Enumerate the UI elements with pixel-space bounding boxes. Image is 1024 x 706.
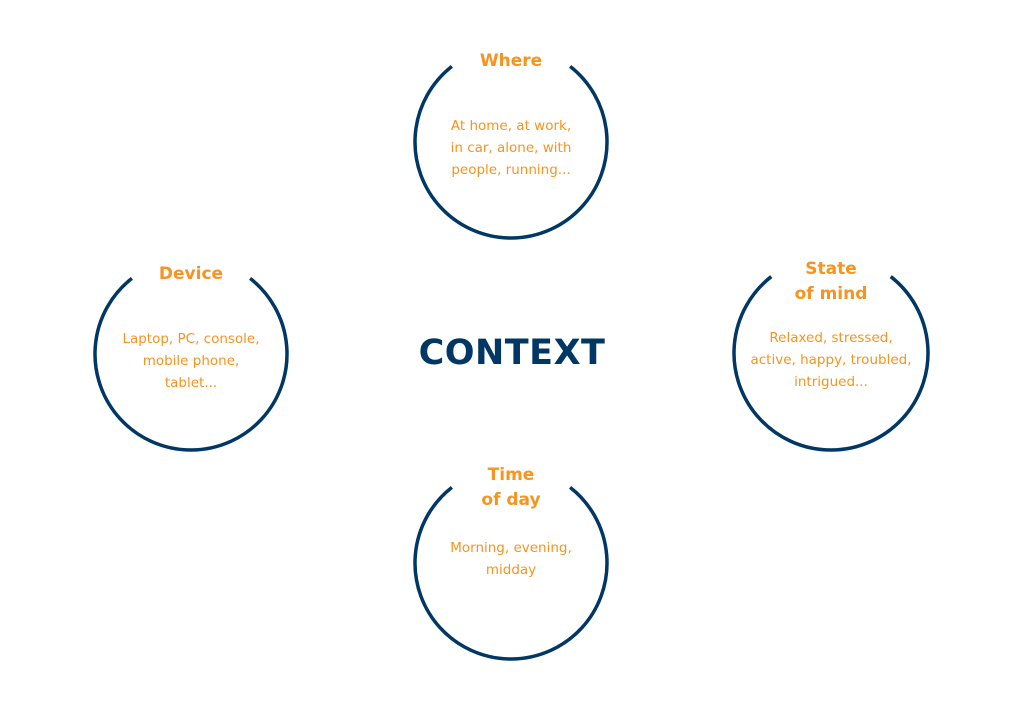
description-line: mobile phone, [142,353,240,369]
description-line: At home, at work, [450,118,572,134]
description-line: active, happy, troubled, [750,352,912,368]
description-line: Laptop, PC, console, [122,331,260,347]
title-line: of mind [794,284,868,304]
description-line: in car, alone, with [450,140,572,156]
node-state-of-mind-description: Relaxed, stressed, active, happy, troubl… [731,327,931,393]
node-device-description: Laptop, PC, console, mobile phone, table… [91,328,291,394]
center-label-context: CONTEXT [418,333,606,373]
title-line: Where [479,51,543,71]
title-line: of day [481,490,541,510]
node-where-description: At home, at work, in car, alone, with pe… [411,115,611,181]
title-line: Device [158,264,224,284]
description-line: tablet... [164,375,218,391]
title-line: State [805,259,857,279]
where-circle-arc [413,64,609,240]
description-line: Morning, evening, [450,540,572,556]
description-line: intrigued... [794,374,868,390]
node-where-title: Where [411,50,611,72]
node-time-of-day-title: Time of day [411,463,611,513]
device-circle-arc [93,276,289,452]
title-line: Time [487,465,535,485]
node-device-title: Device [91,263,291,285]
node-time-of-day-description: Morning, evening, midday [411,537,611,581]
description-line: Relaxed, stressed, [769,330,893,346]
time-of-day-circle-arc [413,485,609,661]
state-of-mind-circle-arc [732,275,930,452]
description-line: people, running... [451,162,571,178]
node-state-of-mind-title: State of mind [731,257,931,307]
description-line: midday [485,562,537,578]
